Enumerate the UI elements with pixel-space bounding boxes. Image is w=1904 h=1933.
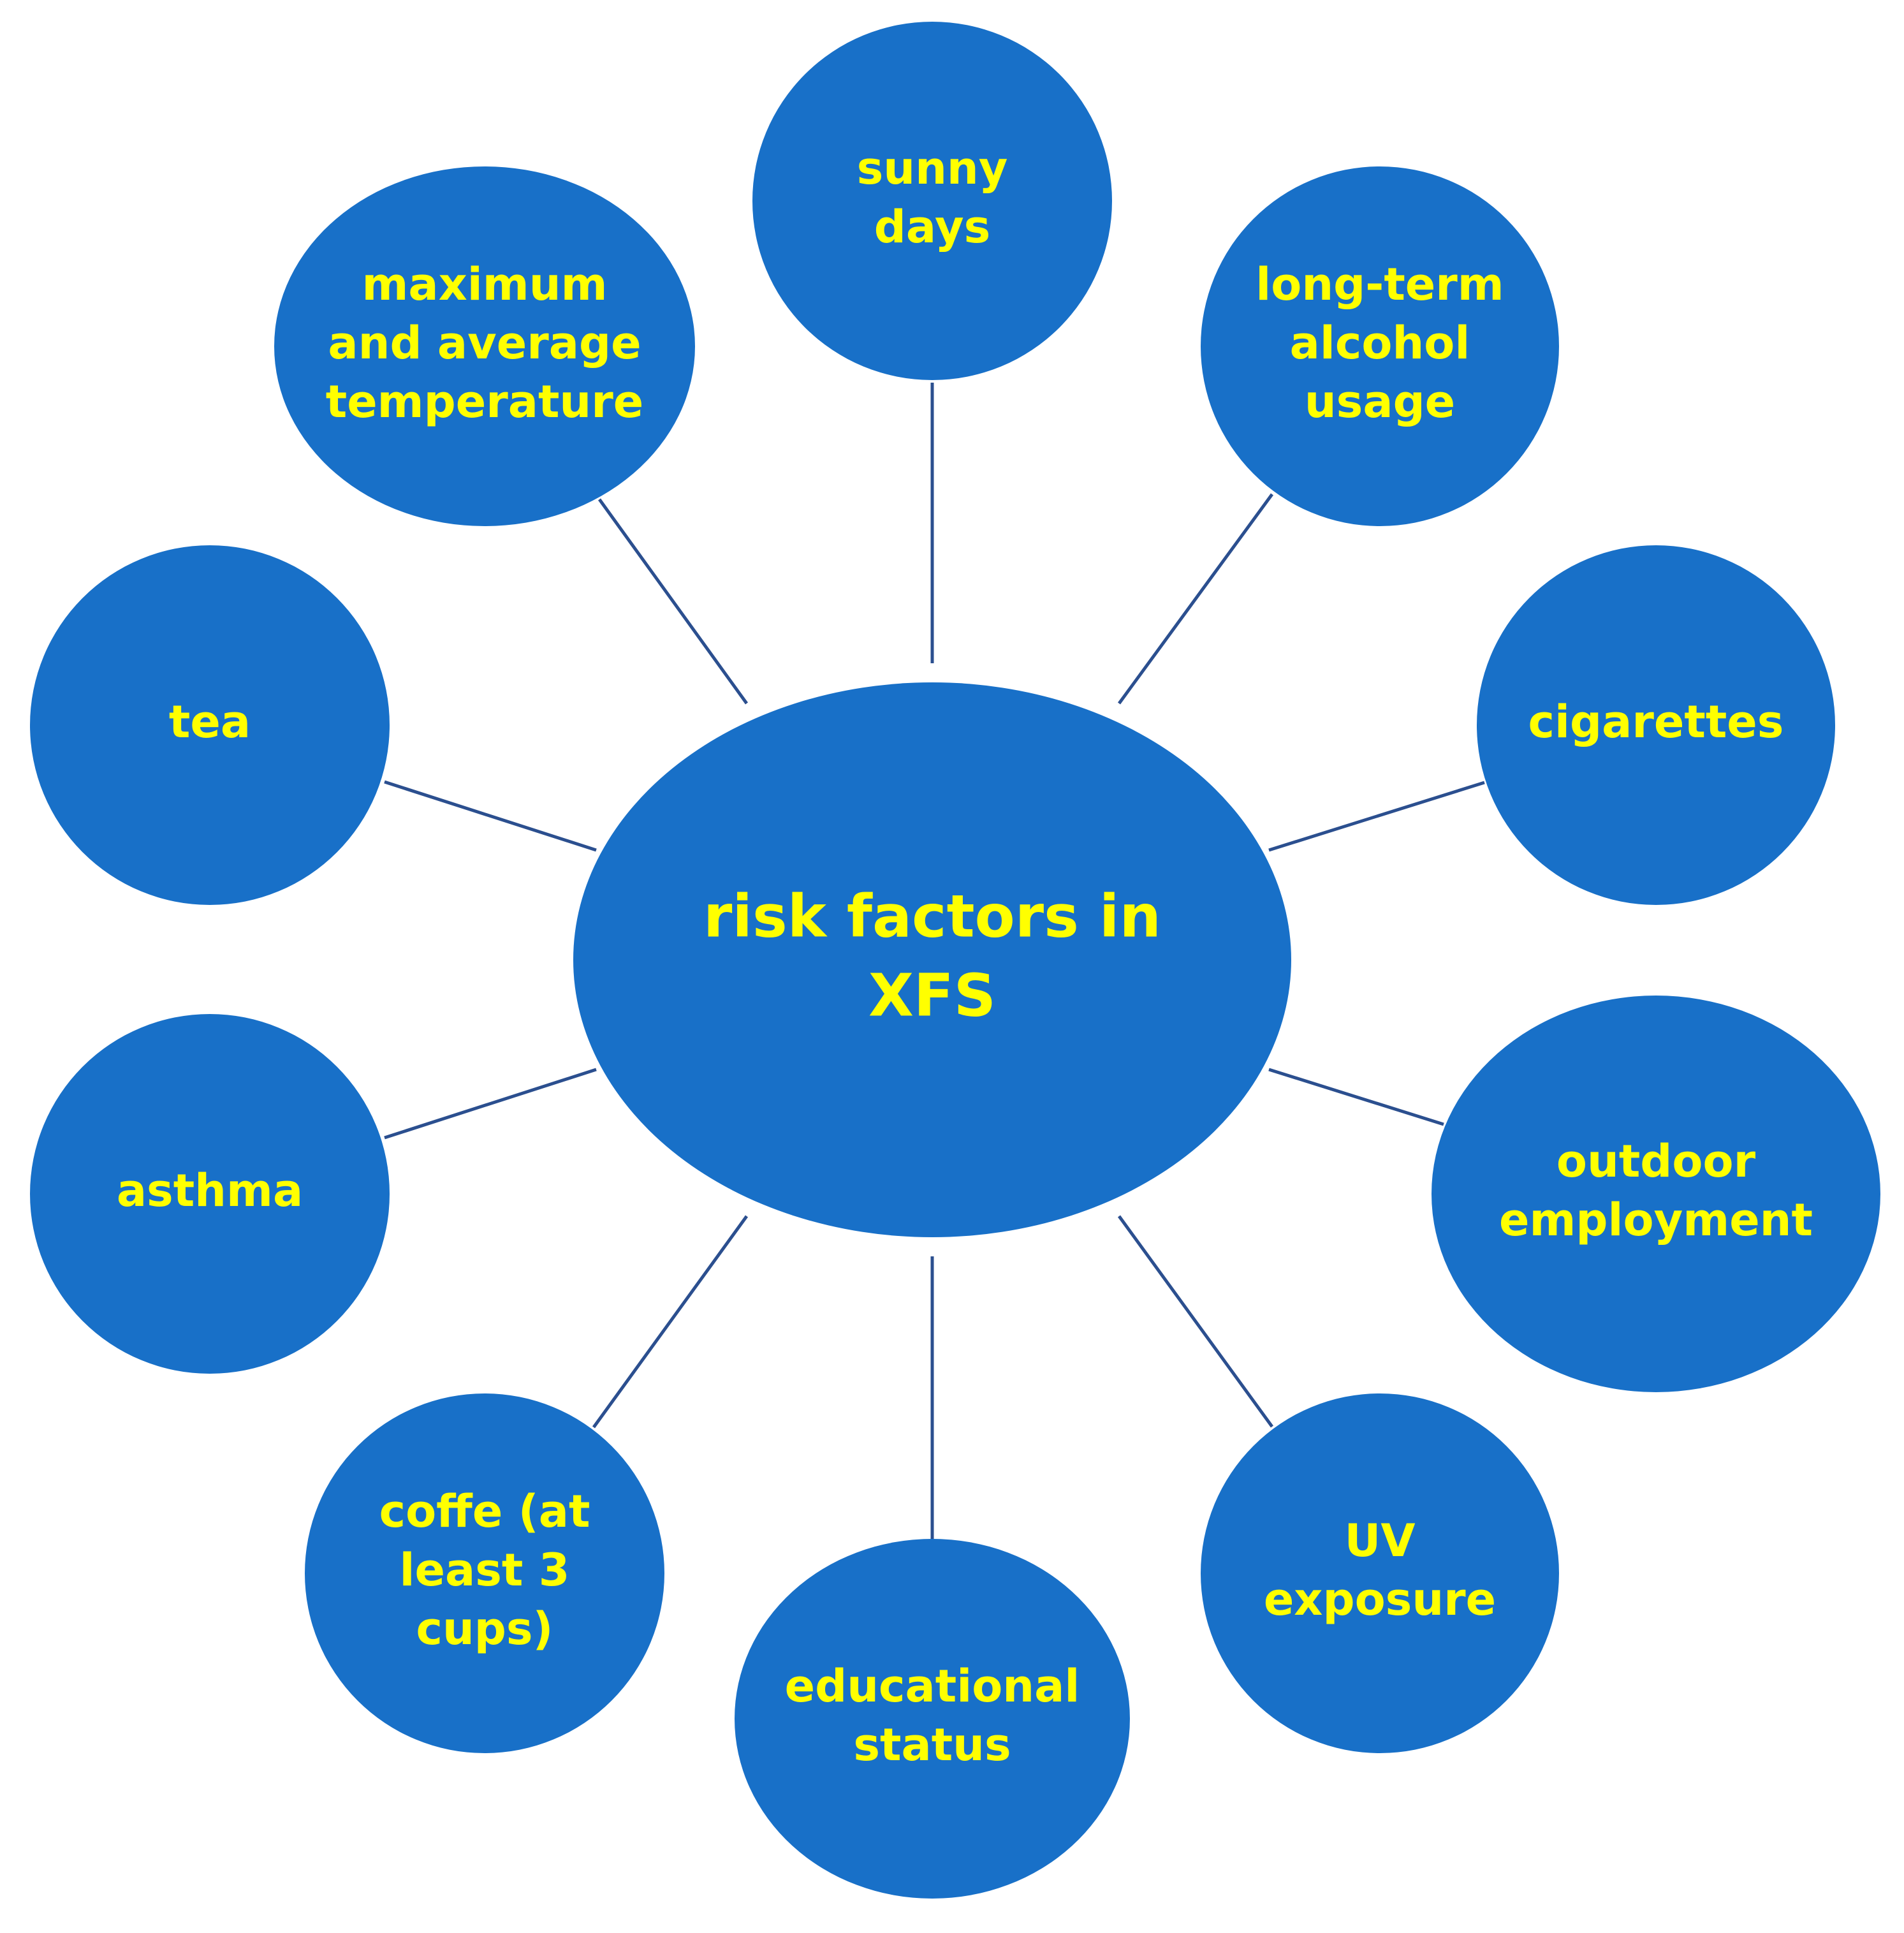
factor-ellipse-uv-exposure [1201,1393,1559,1753]
factor-ellipse-long-term-alcohol-usage [1201,166,1559,526]
factor-node-outdoor-employment: outdoor employment [1432,996,1880,1392]
connector-asthma [384,1068,597,1140]
center-ellipse [573,682,1291,1237]
factor-ellipse-coffe [305,1393,664,1753]
factor-node-asthma: asthma [30,1014,390,1374]
connector-long-term-alcohol-usage [1117,493,1274,705]
factor-label-line: alcohol [1290,317,1470,369]
factor-ellipse-asthma [30,1014,390,1374]
factor-label-line: maximum [362,258,607,311]
factor-node-tea: tea [30,545,390,905]
connector-uv-exposure [1117,1215,1274,1428]
nodes: risk factors in XFS sunny days long-term alco… [30,22,1880,1899]
factor-label-line: exposure [1264,1573,1496,1626]
connectors [384,383,1485,1539]
factor-label-line: outdoor [1556,1135,1756,1187]
factor-label-line: days [874,201,991,253]
factor-ellipse-tea [30,545,390,905]
factor-node-educational-status: educational status [735,1539,1130,1899]
factor-label-line: educational [785,1660,1080,1712]
factor-label-line: and average [328,317,641,369]
factor-node-max-avg-temperature: maximum and average temperature [274,166,695,526]
factor-label-line: asthma [117,1165,303,1217]
factor-label-line: employment [1499,1194,1813,1246]
factor-label-line: cigarettes [1528,696,1784,748]
factor-label-line: UV [1344,1515,1415,1567]
factor-ellipse-max-avg-temperature [274,166,695,526]
factor-label-line: tea [169,696,251,748]
center-label-line: risk factors in [703,882,1161,950]
factor-label-line: cups) [416,1603,553,1655]
factor-label-line: temperature [326,376,644,428]
factor-ellipse-outdoor-employment [1432,996,1880,1392]
factor-label-line: least 3 [400,1544,570,1596]
factor-ellipse-educational-status [735,1539,1130,1899]
factor-ellipse-sunny-days [752,22,1112,380]
connector-max-avg-temperature [597,498,749,705]
center-label-line: XFS [868,961,996,1029]
connector-cigarettes [1268,781,1485,852]
factor-label-line: coffe (at [379,1485,590,1538]
factor-label-line: long-term [1256,258,1504,311]
factor-node-uv-exposure: UV exposure [1201,1393,1559,1753]
center-node: risk factors in XFS [573,682,1291,1237]
factor-ellipse-cigarettes [1477,545,1835,905]
factor-label-line: sunny [857,142,1008,195]
factor-label-line: usage [1305,376,1455,428]
factor-node-long-term-alcohol-usage: long-term alcohol usage [1201,166,1559,526]
factor-node-cigarettes: cigarettes [1477,545,1835,905]
factor-node-sunny-days: sunny days [752,22,1112,380]
connector-outdoor-employment [1268,1068,1444,1126]
factor-node-coffe: coffe (at least 3 cups) [305,1393,664,1753]
connector-coffe [592,1215,749,1429]
factor-label-line: status [853,1719,1011,1771]
connector-tea [384,780,597,852]
